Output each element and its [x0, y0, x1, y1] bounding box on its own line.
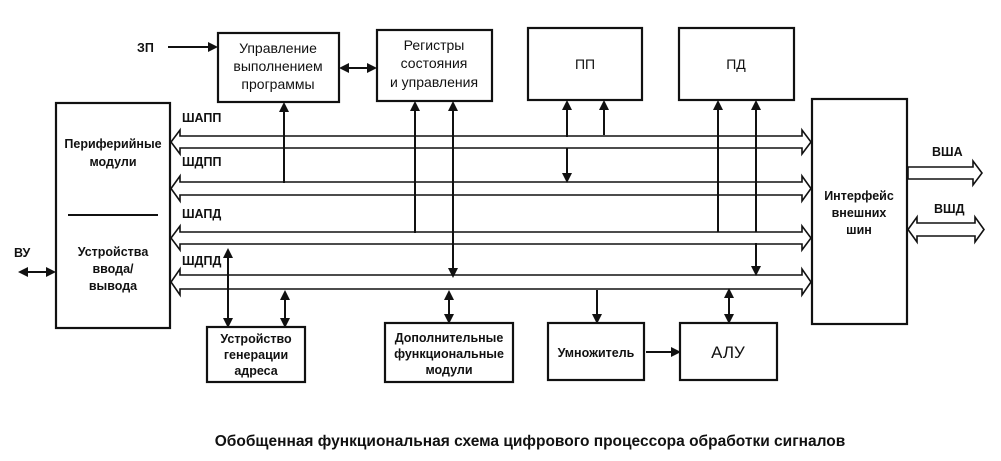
bus-shapd [170, 223, 812, 253]
address-gen-line2: генерации [224, 348, 288, 362]
pp-block: ПП [526, 26, 644, 102]
bus-label-shdpp: ШДПП [182, 155, 221, 169]
program-control-line2: выполнением [233, 58, 322, 74]
extra-modules-line2: функциональные [394, 347, 504, 361]
bus-label-shapp: ШАПП [182, 111, 221, 125]
bus-shdpd [170, 266, 812, 298]
io-line3: вывода [89, 279, 138, 293]
pd-block: ПД [677, 26, 796, 102]
io-line1: Устройства [78, 245, 150, 259]
registers-line3: и управления [390, 74, 478, 90]
address-gen-line3: адреса [234, 364, 278, 378]
alu-block: АЛУ [678, 321, 779, 382]
bus-shapp [170, 127, 812, 157]
extra-modules-line1: Дополнительные [395, 331, 504, 345]
peripheral-line2: модули [89, 155, 136, 169]
bus-label-shapd: ШАПД [182, 207, 221, 221]
pp-label: ПП [575, 56, 595, 72]
vu-label: ВУ [14, 246, 31, 260]
bus-interface-line3: шин [846, 223, 872, 237]
external-buses [907, 158, 985, 245]
bus-label-shdpd: ШДПД [182, 254, 221, 268]
bus-interface-block: Интерфейс внешних шин [810, 97, 909, 326]
address-gen-line1: Устройство [220, 332, 292, 346]
program-control-line3: программы [241, 76, 314, 92]
bus-interface-line2: внешних [832, 206, 887, 220]
address-generator-block: Устройство генерации адреса [205, 325, 307, 384]
program-control-line1: Управление [239, 40, 317, 56]
registers-line2: состояния [401, 55, 468, 71]
bus-label-vsha: ВША [932, 145, 963, 159]
peripheral-line1: Периферийные [64, 137, 161, 151]
bus-interface-line1: Интерфейс [824, 189, 894, 203]
alu-label: АЛУ [711, 343, 745, 362]
registers-block: Регистры состояния и управления [375, 28, 494, 103]
vertical-connections [223, 100, 761, 328]
io-line2: ввода/ [92, 262, 134, 276]
multiplier-block: Умножитель [546, 321, 646, 382]
multiplier-label: Умножитель [558, 346, 635, 360]
program-control-block: Управление выполнением программы [216, 31, 341, 104]
internal-buses [170, 127, 812, 298]
pd-label: ПД [726, 56, 746, 72]
zp-label: ЗП [137, 41, 154, 55]
bus-vshd [907, 214, 985, 245]
bus-label-vshd: ВШД [934, 202, 965, 216]
peripheral-io-block: Периферийные модули Устройства ввода/ вы… [54, 101, 172, 330]
extra-modules-block: Дополнительные функциональные модули [383, 321, 515, 384]
diagram-caption: Обобщенная функциональная схема цифровог… [215, 433, 846, 450]
extra-modules-line3: модули [425, 363, 472, 377]
registers-line1: Регистры [404, 37, 465, 53]
bus-shdpp [170, 173, 812, 204]
bus-vsha [907, 158, 983, 188]
